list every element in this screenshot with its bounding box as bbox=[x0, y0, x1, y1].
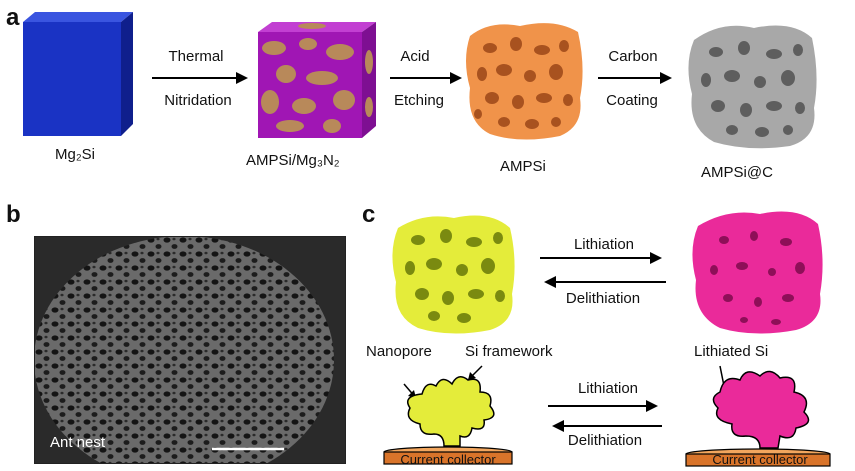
mg2si-cube bbox=[23, 12, 133, 136]
si-framework-label: Si framework bbox=[465, 343, 553, 360]
ampsi-carbon-block bbox=[688, 25, 817, 149]
photo-caption: Ant nest bbox=[50, 434, 106, 451]
material-label-mg2si: Mg₂Si bbox=[55, 146, 95, 163]
ant-nest-photo bbox=[34, 236, 346, 464]
step-top-label-2: Acid bbox=[400, 48, 430, 65]
step-bottom-label-1: Nitridation bbox=[164, 92, 232, 109]
step-bottom-label-3: Coating bbox=[606, 92, 658, 109]
lithiated-porous-block bbox=[692, 211, 823, 334]
reversible-arrows-bottom bbox=[548, 400, 662, 432]
material-label-ampsi-mg3n2: AMPSi/Mg₃N₂ bbox=[246, 152, 340, 169]
ampsi-mg3n2-cube bbox=[258, 22, 376, 138]
step-bottom-label-2: Etching bbox=[393, 92, 445, 109]
material-label-ampsi: AMPSi bbox=[500, 158, 546, 175]
reversible-arrows-top bbox=[540, 252, 666, 288]
top-forward-label: Lithiation bbox=[573, 236, 635, 253]
nanopore-label: Nanopore bbox=[366, 343, 432, 360]
bottom-backward-label: Delithiation bbox=[567, 432, 643, 449]
current-collector-right-label: Current collector bbox=[712, 452, 808, 467]
step-top-label-3: Carbon bbox=[608, 48, 658, 65]
current-collector-left-label: Current collector bbox=[400, 452, 496, 467]
step-top-label-1: Thermal bbox=[168, 48, 224, 65]
si-framework-schematic bbox=[383, 365, 513, 465]
panel-label-a: a bbox=[6, 4, 20, 31]
panel-label-c: c bbox=[362, 201, 376, 228]
bottom-forward-label: Lithiation bbox=[577, 380, 639, 397]
lithiated-si-label: Lithiated Si bbox=[694, 343, 769, 360]
top-backward-label: Delithiation bbox=[565, 290, 641, 307]
si-porous-block bbox=[392, 215, 515, 334]
panel-label-b: b bbox=[6, 201, 21, 228]
ampsi-porous-block bbox=[466, 23, 583, 140]
process-arrow-1 bbox=[152, 72, 248, 84]
process-arrow-3 bbox=[598, 72, 672, 84]
process-arrow-2 bbox=[390, 72, 462, 84]
lithiated-si-schematic bbox=[685, 365, 831, 467]
material-label-ampsi-c: AMPSi@C bbox=[701, 164, 773, 181]
